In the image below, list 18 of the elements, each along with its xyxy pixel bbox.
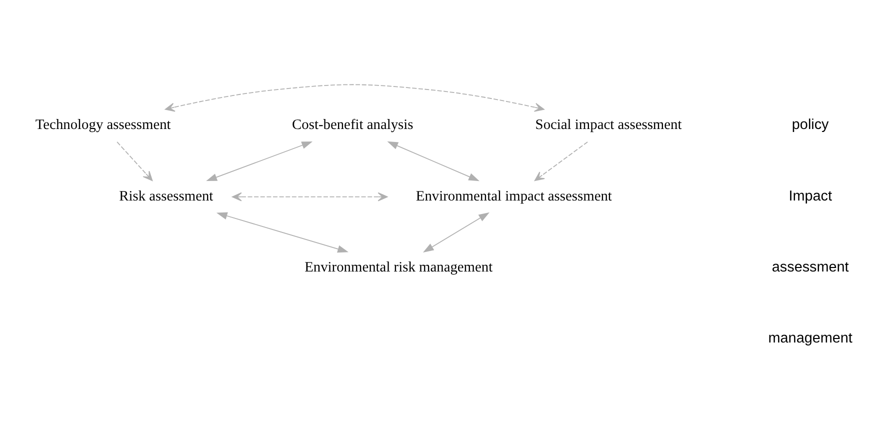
arrow [387,141,480,182]
arrow [164,84,544,112]
arrow [232,192,388,202]
node-text: Environmental impact assessment [416,188,612,204]
node-text: Environmental risk management [304,259,493,276]
label: Impact [788,188,832,204]
node-text: Cost-benefit analysis [292,117,414,134]
node-text: Technology assessment [35,117,171,134]
node-text: Social impact assessment [535,117,682,134]
label: policy [792,117,829,134]
label: management [768,330,852,347]
label: assessment [772,259,849,276]
arrow [116,142,153,182]
arrow [534,142,588,182]
arrow [206,141,313,182]
arrow [216,212,348,253]
node-text: Risk assessment [119,188,214,204]
arrow [422,212,490,252]
